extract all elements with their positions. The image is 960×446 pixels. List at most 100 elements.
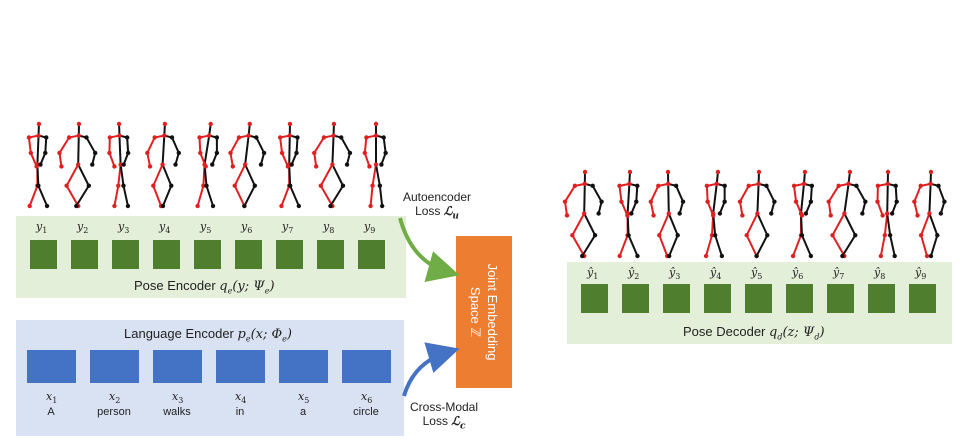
language-token-box: [216, 350, 265, 383]
skeleton-joint: [90, 162, 95, 167]
skeleton-joint: [791, 183, 797, 189]
skeleton-joint: [279, 150, 285, 156]
skeleton-bone: [382, 137, 387, 154]
skeleton-joint: [242, 162, 248, 167]
language-token-symbol-symbol: x: [46, 390, 53, 403]
skeleton-bone: [229, 137, 240, 154]
skeleton-joint: [107, 135, 113, 140]
skeleton-joint: [710, 213, 716, 218]
skeleton-joint: [799, 213, 805, 218]
skeleton-joint: [854, 183, 859, 189]
skeleton-joint: [330, 162, 335, 167]
pose-decoder-frame-label-symbol: ŷ: [710, 266, 717, 279]
skeleton-joint: [112, 203, 117, 209]
skeleton-bone: [827, 201, 832, 216]
skeleton-bone: [668, 234, 679, 257]
skeleton-bone: [279, 137, 284, 154]
skeleton-bone: [913, 201, 919, 216]
pose-encoder-frame-label: y8: [323, 220, 334, 235]
skeleton-joint: [116, 183, 121, 188]
skeleton-bone: [331, 135, 335, 165]
skeleton-joint: [875, 199, 880, 204]
skeleton-joint: [656, 183, 661, 189]
language-token-word: person: [97, 406, 131, 418]
skeleton-bone: [930, 234, 939, 257]
language-token-box: [153, 350, 202, 383]
skeleton-joint: [118, 162, 123, 167]
skeleton-bone: [809, 185, 813, 202]
pose-decoder-frame-label: ŷ2: [628, 266, 639, 281]
crossmodal-loss-line2: Loss ℒc: [422, 414, 466, 432]
skeleton-joint: [230, 164, 236, 169]
language-token-symbol: x2: [109, 390, 120, 405]
skeleton-joint: [59, 164, 64, 169]
skeleton-bone: [203, 135, 211, 165]
skeleton-joint: [799, 233, 805, 238]
language-token-symbol-symbol: x: [298, 390, 305, 403]
skeleton-bone: [196, 185, 205, 207]
language-encoder-title: Language Encoder pe(x; Φe): [124, 326, 292, 344]
language-token-symbol-subscript: 3: [178, 396, 184, 406]
skeleton-joint: [599, 199, 604, 204]
skeleton-joint: [740, 213, 745, 218]
skeleton-joint: [214, 150, 220, 156]
skeleton-joint: [847, 169, 853, 175]
skeleton-joint: [673, 183, 679, 189]
pose-encoder-frame-label: y5: [200, 220, 211, 235]
skeleton-joint: [648, 199, 654, 204]
skeleton-joint: [347, 150, 353, 156]
skeleton-joint: [892, 253, 897, 259]
pose-encoder-frame-label-symbol: y: [159, 220, 166, 233]
pose-decoder-frame-label: ŷ3: [669, 266, 680, 281]
skeleton-joint: [912, 199, 917, 204]
skeleton-bone: [739, 201, 744, 216]
skeleton-bone: [229, 152, 234, 167]
skeleton-joint: [169, 135, 175, 140]
skeleton-bone: [649, 185, 660, 203]
pose-encoder-frame-box: [30, 240, 57, 269]
skeleton-joint: [875, 183, 881, 189]
language-token-box: [90, 350, 139, 383]
skeleton-bone: [36, 135, 40, 165]
skeleton-joint: [26, 135, 32, 140]
skeleton-joint: [836, 183, 841, 189]
skeleton-bone: [626, 183, 631, 214]
skeleton-bone: [831, 234, 846, 257]
pose-encoder-frame-label: y6: [241, 220, 252, 235]
skeleton-bone: [371, 164, 377, 186]
skeleton-bone: [198, 137, 202, 153]
skeleton-joint: [625, 213, 630, 218]
skeleton-bone: [65, 185, 80, 207]
pose-decoder-frame-label-subscript: 5: [757, 272, 763, 282]
skeleton-joint: [889, 211, 895, 216]
language-token-symbol-subscript: 2: [115, 396, 121, 406]
skeleton-joint: [38, 162, 43, 167]
skeleton-bone: [876, 201, 884, 216]
skeleton-joint: [619, 199, 624, 204]
skeleton-bone: [161, 135, 166, 165]
skeleton-joint: [373, 162, 379, 167]
pose-decoder-frame-label-subscript: 3: [675, 272, 681, 282]
skeleton-joint: [884, 211, 890, 216]
pose-encoder-frame-label-symbol: y: [77, 220, 84, 233]
skeleton-joint: [564, 213, 570, 218]
pose-encoder-frame-label: y9: [364, 220, 375, 235]
skeleton-bone: [635, 185, 639, 202]
pose-decoder-frame-box: [663, 284, 690, 313]
pose-encoder-title-text: Pose Encoder: [134, 278, 216, 293]
skeleton-joint: [860, 211, 865, 216]
skeleton-joint: [201, 183, 206, 188]
skeleton-bone: [937, 185, 946, 202]
skeleton-joint: [790, 253, 796, 259]
skeleton-bone: [77, 164, 90, 187]
skeleton-bone: [280, 185, 291, 207]
skeleton-joint: [803, 211, 809, 216]
skeleton-joint: [657, 233, 662, 238]
language-token-symbol-subscript: 6: [367, 396, 373, 406]
skeleton-bone: [920, 234, 928, 257]
pose-encoder-frame-label-symbol: y: [364, 220, 371, 233]
skeleton-joint: [228, 150, 233, 156]
skeleton-joint: [162, 133, 167, 138]
skeleton-bone: [85, 137, 97, 154]
